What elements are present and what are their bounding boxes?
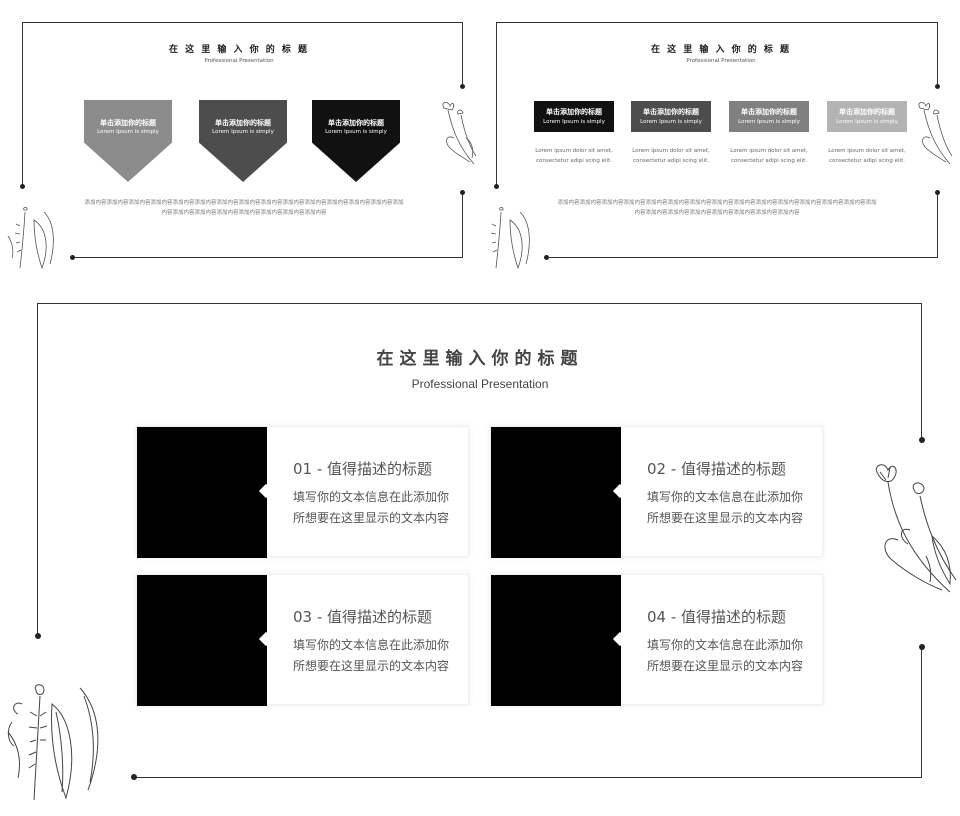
shield-card-2[interactable]: 单击添加你的标题 Lorem Ipsum is simply xyxy=(199,100,287,182)
shield-title: 单击添加你的标题 xyxy=(215,119,271,127)
frame-line-right-upper xyxy=(462,22,463,86)
frame-dot xyxy=(35,633,41,639)
tab-card-3[interactable]: 单击添加你的标题 Lorem Ipsum is simply xyxy=(729,101,809,132)
frame-dot xyxy=(919,644,925,650)
frame-line-left xyxy=(496,22,497,186)
card-body: 填写你的文本信息在此添加你所想要在这里显示的文本内容 xyxy=(647,638,804,673)
frame-line-top xyxy=(496,22,937,23)
card-body: 填写你的文本信息在此添加你所想要在这里显示的文本内容 xyxy=(293,638,450,673)
slide-subtitle: Professional Presentation xyxy=(411,377,549,391)
slide-title: 在这里输入你的标题 xyxy=(376,349,584,369)
tab-subtitle: Lorem Ipsum is simply xyxy=(640,119,702,125)
feature-card-2[interactable]: 02 - 值得描述的标题 填写你的文本信息在此添加你所想要在这里显示的文本内容 xyxy=(490,426,823,558)
tab-title: 单击添加你的标题 xyxy=(839,108,895,116)
tab-description: Lorem ipsum dolor sit amet, consectetur … xyxy=(730,148,808,164)
frame-line-right-lower xyxy=(921,647,922,777)
card-heading: 02 - 值得描述的标题 xyxy=(647,460,787,478)
frame-line-top xyxy=(22,22,463,23)
frame-line-bottom xyxy=(546,257,938,258)
frame-line-bottom xyxy=(134,777,922,778)
tab-title: 单击添加你的标题 xyxy=(546,108,602,116)
frame-dot xyxy=(131,774,137,780)
card-heading: 04 - 值得描述的标题 xyxy=(647,608,787,626)
tab-card-4[interactable]: 单击添加你的标题 Lorem Ipsum is simply xyxy=(827,101,907,132)
tulip-sketch-icon xyxy=(875,464,957,593)
tab-subtitle: Lorem Ipsum is simply xyxy=(543,119,605,125)
frame-line-right-upper xyxy=(937,22,938,86)
feature-card-1[interactable]: 01 - 值得描述的标题 填写你的文本信息在此添加你所想要在这里显示的文本内容 xyxy=(136,426,469,558)
shield-title: 单击添加你的标题 xyxy=(100,119,156,127)
leaf-branch-sketch-icon xyxy=(7,684,99,801)
tab-description: Lorem ipsum dolor sit amet, consectetur … xyxy=(632,148,710,164)
tab-subtitle: Lorem Ipsum is simply xyxy=(738,119,800,125)
leaf-branch-sketch-icon xyxy=(7,206,54,270)
card-body: 填写你的文本信息在此添加你所想要在这里显示的文本内容 xyxy=(293,490,450,525)
frame-line-right-lower xyxy=(462,192,463,257)
tab-title: 单击添加你的标题 xyxy=(741,108,797,116)
card-body: 填写你的文本信息在此添加你所想要在这里显示的文本内容 xyxy=(647,490,804,525)
tulip-sketch-icon xyxy=(918,102,953,165)
frame-dot xyxy=(935,84,940,89)
card-heading: 03 - 值得描述的标题 xyxy=(293,608,433,626)
shield-card-1[interactable]: 单击添加你的标题 Lorem Ipsum is simply xyxy=(84,100,172,182)
slide-subtitle: Professional Presentation xyxy=(204,58,274,64)
frame-dot xyxy=(460,190,465,195)
tulip-sketch-icon xyxy=(442,102,477,165)
feature-card-3[interactable]: 03 - 值得描述的标题 填写你的文本信息在此添加你所想要在这里显示的文本内容 xyxy=(136,574,469,706)
shield-subtitle: Lorem Ipsum is simply xyxy=(212,129,274,135)
shield-title: 单击添加你的标题 xyxy=(328,119,384,127)
tab-card-1[interactable]: 单击添加你的标题 Lorem Ipsum is simply xyxy=(534,101,614,132)
card-image-placeholder[interactable] xyxy=(137,427,267,558)
frame-dot xyxy=(935,190,940,195)
frame-line-left xyxy=(22,22,23,186)
slide-subtitle: Professional Presentation xyxy=(686,58,756,64)
tab-description: Lorem ipsum dolor sit amet, consectetur … xyxy=(535,148,613,164)
frame-line-left xyxy=(37,303,38,636)
frame-dot xyxy=(544,255,549,260)
tab-description: Lorem ipsum dolor sit amet, consectetur … xyxy=(828,148,906,164)
shield-card-3[interactable]: 单击添加你的标题 Lorem Ipsum is simply xyxy=(312,100,400,182)
frame-dot xyxy=(20,184,25,189)
feature-card-4[interactable]: 04 - 值得描述的标题 填写你的文本信息在此添加你所想要在这里显示的文本内容 xyxy=(490,574,823,706)
slide-title: 在 这 里 输 入 你 的 标 题 xyxy=(650,45,792,55)
frame-dot xyxy=(494,184,499,189)
frame-line-right-upper xyxy=(921,303,922,440)
thumbnail-slide-1[interactable]: 在 这 里 输 入 你 的 标 题 Professional Presentat… xyxy=(0,0,478,278)
card-heading: 01 - 值得描述的标题 xyxy=(293,460,433,478)
frame-dot xyxy=(70,255,75,260)
frame-dot xyxy=(460,84,465,89)
tab-subtitle: Lorem Ipsum is simply xyxy=(836,119,898,125)
shield-subtitle: Lorem Ipsum is simply xyxy=(97,129,159,135)
thumbnail-slide-2[interactable]: 在 这 里 输 入 你 的 标 题 Professional Presentat… xyxy=(482,0,960,278)
tab-card-2[interactable]: 单击添加你的标题 Lorem Ipsum is simply xyxy=(631,101,711,132)
body-paragraph: 添加内容添加内容添加内容添加内容添加内容添加内容添加内容添加内容添加内容添加内容… xyxy=(557,200,877,216)
frame-line-right-lower xyxy=(937,192,938,257)
body-paragraph: 添加内容添加内容添加内容添加内容添加内容添加内容添加内容添加内容添加内容添加内容… xyxy=(84,200,404,216)
slide-title: 在 这 里 输 入 你 的 标 题 xyxy=(168,45,310,55)
shield-subtitle: Lorem Ipsum is simply xyxy=(325,129,387,135)
tab-title: 单击添加你的标题 xyxy=(643,108,699,116)
main-slide[interactable]: 在这里输入你的标题 Professional Presentation 01 -… xyxy=(0,290,960,816)
frame-dot xyxy=(919,437,925,443)
card-image-placeholder[interactable] xyxy=(491,575,621,706)
frame-line-bottom xyxy=(72,257,463,258)
frame-line-top xyxy=(37,303,922,304)
card-image-placeholder[interactable] xyxy=(137,575,267,706)
leaf-branch-sketch-icon xyxy=(490,206,530,270)
card-image-placeholder[interactable] xyxy=(491,427,621,558)
